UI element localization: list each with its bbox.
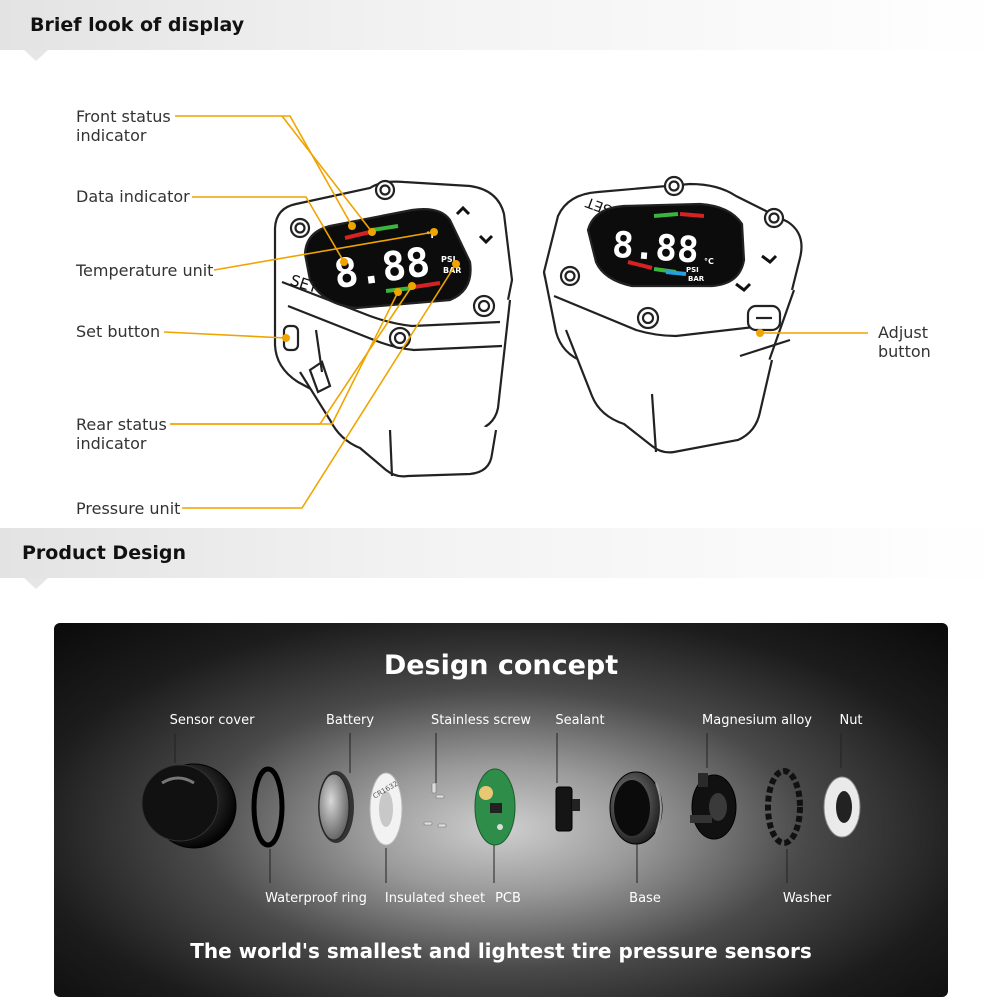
left-unit-degf: °F: [426, 231, 437, 241]
label-temperature-unit: Temperature unit: [76, 261, 214, 280]
nut-part: [823, 776, 861, 838]
part-label-stainless-screw: Stainless screw: [430, 713, 532, 728]
sensor-cover-part: [141, 763, 237, 849]
design-concept-panel: Design concept Sensor cover Battery Stai…: [54, 623, 948, 997]
base-part: [609, 771, 663, 845]
header-notch: [24, 578, 48, 589]
part-label-insulated-sheet: Insulated sheet: [384, 891, 486, 906]
left-display-unit: [273, 179, 514, 478]
section-title-design: Product Design: [22, 542, 187, 564]
section-header-design: Product Design: [0, 528, 1000, 589]
leader-front-status: [175, 115, 353, 227]
part-label-washer: Washer: [782, 891, 832, 906]
label-adjust-line1: Adjust: [878, 323, 929, 342]
leader-temperature-unit: [213, 231, 435, 271]
label-front-status-line1: Front status: [76, 107, 171, 126]
sealant-part: [555, 786, 580, 832]
label-adjust-line2: button: [878, 342, 931, 361]
right-screen-indicators: [627, 212, 705, 276]
exploded-parts-illustration: CR1632: [141, 733, 861, 883]
right-unit-psi: PSI: [686, 266, 699, 274]
part-label-sensor-cover: Sensor cover: [169, 713, 255, 728]
pcb-part: [474, 768, 516, 846]
label-rear-status: Rear status indicator: [76, 415, 167, 453]
section-header-display: Brief look of display: [0, 0, 1000, 61]
part-label-base: Base: [629, 891, 661, 906]
label-front-status: Front status indicator: [76, 107, 171, 145]
label-pressure-unit: Pressure unit: [76, 499, 181, 518]
design-panel-footer: The world's smallest and lightest tire p…: [190, 939, 812, 963]
label-front-status-line2: indicator: [76, 126, 147, 145]
leader-set-button: [163, 331, 287, 339]
part-connector-lines: [174, 733, 842, 883]
label-data-indicator: Data indicator: [76, 187, 190, 206]
left-chevron-up-icon: [455, 205, 471, 216]
leader-pressure-unit: [182, 263, 457, 509]
left-chevron-down-icon: [478, 234, 494, 245]
left-unit-psi: PSI: [441, 255, 456, 264]
display-diagram: 8.88 PSI BAR °F SET 8.88 PSI BAR °C SET: [163, 115, 868, 509]
section-title-display: Brief look of display: [30, 14, 245, 36]
right-digits: 8.88: [611, 225, 700, 272]
right-chevron-down-icon: [735, 282, 752, 292]
part-label-pcb: PCB: [495, 891, 521, 906]
part-label-nut: Nut: [839, 713, 863, 728]
label-set-button: Set button: [76, 322, 161, 341]
design-panel-title: Design concept: [383, 650, 619, 681]
leader-data-indicator: [192, 196, 345, 263]
part-label-sealant: Sealant: [555, 713, 605, 728]
part-label-battery: Battery: [325, 713, 375, 728]
part-label-waterproof-ring: Waterproof ring: [265, 891, 367, 906]
insulated-sheet-part: CR1632: [369, 772, 403, 846]
stainless-screw-part: [423, 782, 447, 828]
right-chevron-up-icon: [761, 254, 778, 264]
leader-dots: [282, 222, 764, 342]
battery-part: [318, 771, 354, 843]
right-unit-bar: BAR: [688, 275, 705, 283]
right-display-unit: [542, 175, 803, 454]
magnesium-alloy-part: [690, 773, 737, 840]
leader-lines: [163, 115, 868, 509]
label-rear-status-line2: indicator: [76, 434, 147, 453]
label-adjust-button: Adjust button: [878, 323, 931, 361]
header-notch: [24, 50, 48, 61]
label-rear-status-line1: Rear status: [76, 415, 167, 434]
washer-part: [765, 768, 803, 846]
waterproof-ring-part: [251, 766, 285, 848]
part-label-magnesium-alloy: Magnesium alloy: [702, 713, 812, 728]
right-unit-degc: °C: [704, 257, 714, 266]
